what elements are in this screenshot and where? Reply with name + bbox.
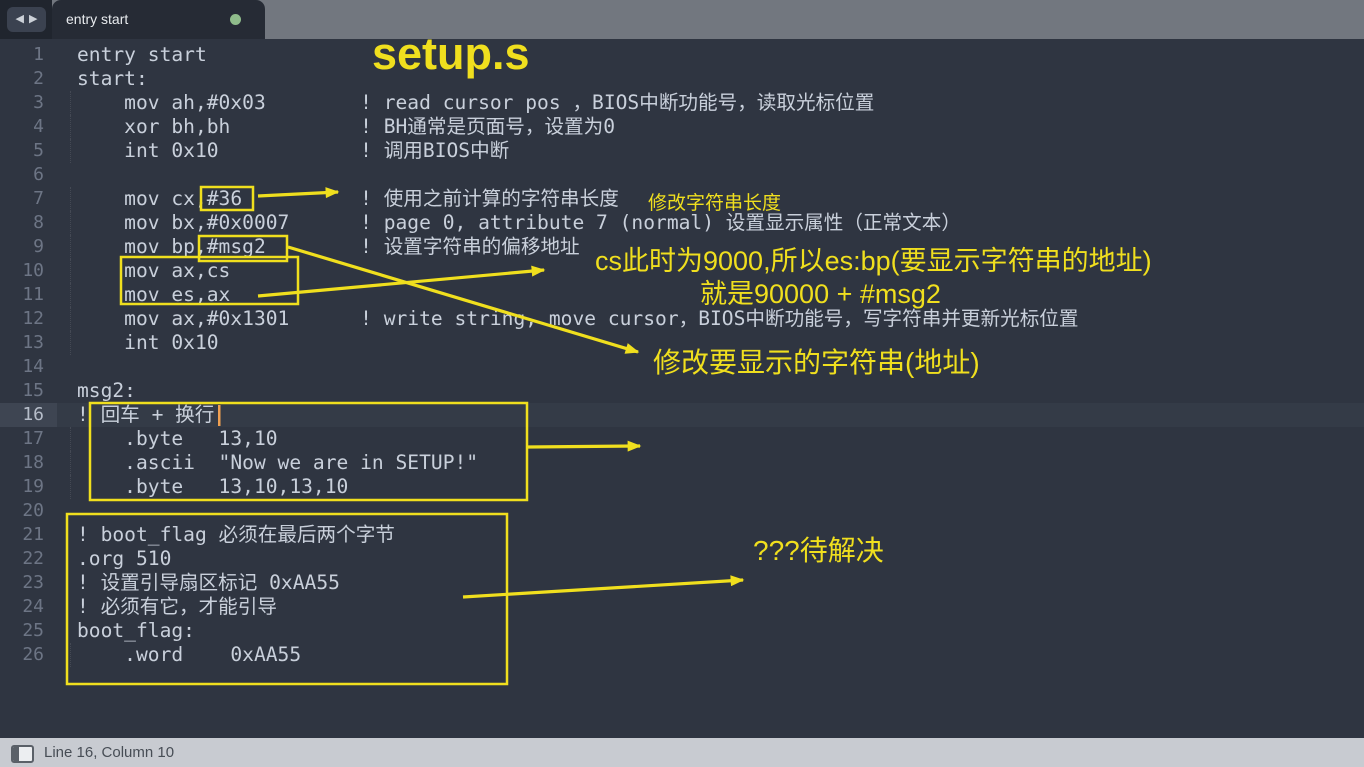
- code-line[interactable]: 14: [0, 355, 1364, 379]
- code-line[interactable]: 22 .org 510: [0, 547, 1364, 571]
- code-text: xor bh,bh ! BH通常是页面号，设置为0: [77, 115, 616, 138]
- code-line[interactable]: 11 mov es,ax: [0, 283, 1364, 307]
- line-number: 6: [33, 164, 44, 185]
- code-line[interactable]: 12 mov ax,#0x1301 ! write string, move c…: [0, 307, 1364, 331]
- code-text: mov bp,#msg2 ! 设置字符串的偏移地址: [77, 235, 580, 258]
- code-line[interactable]: 17 .byte 13,10: [0, 427, 1364, 451]
- code-line[interactable]: 19 .byte 13,10,13,10: [0, 475, 1364, 499]
- line-number: 21: [22, 524, 44, 545]
- line-number: 7: [33, 188, 44, 209]
- code-line[interactable]: 6: [0, 163, 1364, 187]
- code-text: mov bx,#0x0007 ! page 0, attribute 7 (no…: [77, 211, 961, 234]
- code-line[interactable]: 10 mov ax,cs: [0, 259, 1364, 283]
- code-line[interactable]: 15 msg2:: [0, 379, 1364, 403]
- code-text: .word 0xAA55: [77, 643, 302, 666]
- code-line[interactable]: 7 mov cx,#36 ! 使用之前计算的字符串长度: [0, 187, 1364, 211]
- code-text: ! boot_flag 必须在最后两个字节: [77, 523, 395, 546]
- code-line[interactable]: 5 int 0x10 ! 调用BIOS中断: [0, 139, 1364, 163]
- code-text: start:: [77, 67, 148, 90]
- line-number: 3: [33, 92, 44, 113]
- line-number: 22: [22, 548, 44, 569]
- code-text: ! 设置引导扇区标记 0xAA55: [77, 571, 340, 594]
- code-line[interactable]: 21 ! boot_flag 必须在最后两个字节: [0, 523, 1364, 547]
- line-number: 19: [22, 476, 44, 497]
- tab-entry-start[interactable]: entry start: [52, 0, 265, 39]
- sidebar-toggle-icon[interactable]: [11, 745, 34, 763]
- code-text: .ascii "Now we are in SETUP!": [77, 451, 479, 474]
- line-number: 1: [33, 44, 44, 65]
- code-line-current[interactable]: 16 ! 回车 + 换行: [0, 403, 1364, 427]
- code-text: int 0x10 ! 调用BIOS中断: [77, 139, 510, 162]
- line-number: 18: [22, 452, 44, 473]
- line-number: 25: [22, 620, 44, 641]
- tab-bar: ◀ ▶ entry start: [0, 0, 1364, 39]
- line-number: 9: [33, 236, 44, 257]
- code-text: .byte 13,10,13,10: [77, 475, 349, 498]
- code-line[interactable]: 13 int 0x10: [0, 331, 1364, 355]
- code-line[interactable]: 26 .word 0xAA55: [0, 643, 1364, 667]
- code-line[interactable]: 8 mov bx,#0x0007 ! page 0, attribute 7 (…: [0, 211, 1364, 235]
- code-text: mov ax,cs: [77, 259, 231, 282]
- line-number: 17: [22, 428, 44, 449]
- history-nav-buttons: ◀ ▶: [7, 7, 46, 32]
- code-text: boot_flag:: [77, 619, 195, 642]
- line-number: 8: [33, 212, 44, 233]
- code-line[interactable]: 20: [0, 499, 1364, 523]
- tab-label: entry start: [66, 11, 129, 27]
- code-line[interactable]: 4 xor bh,bh ! BH通常是页面号，设置为0: [0, 115, 1364, 139]
- code-editor-surface[interactable]: 1 entry start 2 start: 3 mov ah,#0x03 ! re…: [0, 39, 1364, 738]
- code-line[interactable]: 23 ! 设置引导扇区标记 0xAA55: [0, 571, 1364, 595]
- line-number: 13: [22, 332, 44, 353]
- status-bar: Line 16, Column 10: [0, 738, 1364, 767]
- line-number: 15: [22, 380, 44, 401]
- code-text: int 0x10: [77, 331, 219, 354]
- code-text: .byte 13,10: [77, 427, 278, 450]
- navigation-zone: ◀ ▶: [0, 0, 52, 39]
- line-number: 26: [22, 644, 44, 665]
- code-line[interactable]: 9 mov bp,#msg2 ! 设置字符串的偏移地址: [0, 235, 1364, 259]
- code-line[interactable]: 2 start:: [0, 67, 1364, 91]
- line-number: 16: [0, 403, 57, 427]
- line-number: 23: [22, 572, 44, 593]
- code-text: ! 必须有它，才能引导: [77, 595, 277, 618]
- code-line[interactable]: 25 boot_flag:: [0, 619, 1364, 643]
- modified-dot-icon: [230, 14, 241, 25]
- code-line[interactable]: 1 entry start: [0, 43, 1364, 67]
- code-text: mov cx,#36 ! 使用之前计算的字符串长度: [77, 187, 619, 210]
- code-line[interactable]: 24 ! 必须有它，才能引导: [0, 595, 1364, 619]
- line-number: 10: [22, 260, 44, 281]
- code-text: .org 510: [77, 547, 172, 570]
- line-number: 2: [33, 68, 44, 89]
- line-number: 5: [33, 140, 44, 161]
- code-text: mov ah,#0x03 ! read cursor pos ，BIOS中断功能…: [77, 91, 875, 114]
- code-text: entry start: [77, 43, 207, 66]
- line-number: 12: [22, 308, 44, 329]
- line-number: 20: [22, 500, 44, 521]
- code-text: mov es,ax: [77, 283, 231, 306]
- back-arrow-icon[interactable]: ◀: [15, 13, 24, 25]
- cursor-position-status: Line 16, Column 10: [44, 744, 175, 761]
- line-number: 14: [22, 356, 44, 377]
- line-number: 4: [33, 116, 44, 137]
- code-line[interactable]: 18 .ascii "Now we are in SETUP!": [0, 451, 1364, 475]
- forward-arrow-icon[interactable]: ▶: [29, 13, 38, 25]
- code-text: msg2:: [77, 379, 136, 402]
- code-line[interactable]: 3 mov ah,#0x03 ! read cursor pos ，BIOS中断…: [0, 91, 1364, 115]
- code-text: mov ax,#0x1301 ! write string, move curs…: [77, 307, 1079, 330]
- line-number: 24: [22, 596, 44, 617]
- code-text: ! 回车 + 换行: [77, 403, 215, 426]
- line-number: 11: [22, 284, 44, 305]
